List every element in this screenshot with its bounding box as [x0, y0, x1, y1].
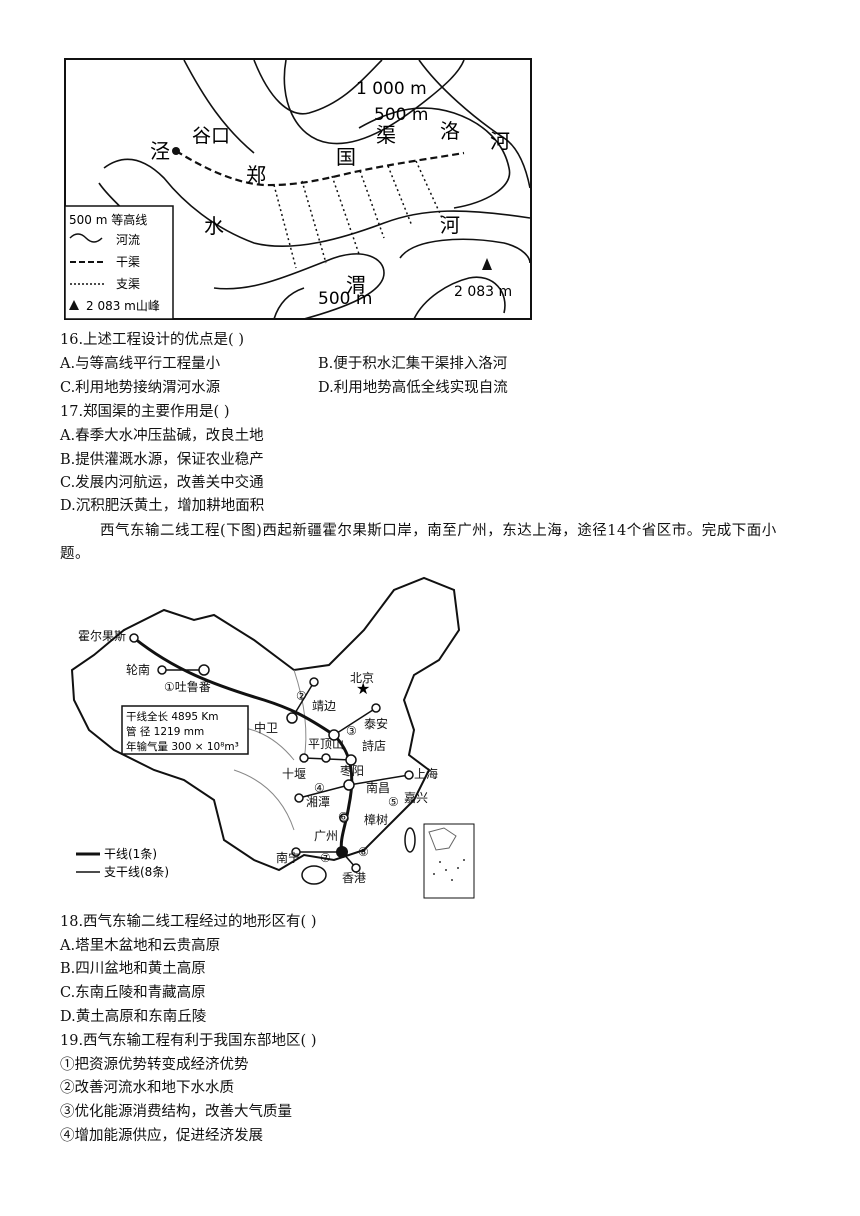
- q17-option-b: B.提供灌溉水源，保证农业稳产: [60, 452, 264, 468]
- gukou-point: [172, 147, 180, 155]
- label-jing: 泾: [150, 139, 170, 163]
- label-zheng: 郑: [246, 163, 266, 187]
- q16-option-a: A.与等高线平行工程量小: [60, 356, 221, 372]
- label-n8: ⑧: [358, 845, 369, 859]
- q18-stem: 18.西气东输二线工程经过的地形区有( ): [60, 914, 317, 930]
- info-length: 干线全长 4895 Km: [126, 710, 219, 723]
- branch-canals: [273, 160, 443, 269]
- label-luo: 洛: [440, 119, 460, 143]
- label-shidian: 詩店: [362, 739, 386, 753]
- label-jiaxing: 嘉兴: [404, 791, 428, 805]
- label-wei: 渭: [346, 273, 366, 297]
- q18-option-c: C.东南丘陵和青藏高原: [60, 985, 206, 1001]
- map1-legend: 500 m 等高线 河流 干渠 支渠 2 083 m山峰: [64, 205, 174, 320]
- q16-option-b: B.便于积水汇集干渠排入洛河: [318, 356, 508, 372]
- legend-river: 河流: [116, 233, 140, 247]
- main-pipeline: [133, 636, 354, 853]
- label-turpan: ①吐鲁番: [164, 680, 211, 694]
- guangzhou-station: [336, 846, 348, 858]
- label-n6: ⑥: [338, 810, 349, 824]
- label-500m-top: 500 m: [374, 105, 428, 125]
- q17-option-c: C.发展内河航运，改善关中交通: [60, 475, 264, 491]
- legend-main-canal: 干渠: [116, 255, 140, 269]
- pipeline-info-box: 干线全长 4895 Km 管 径 1219 mm 年输气量 300 × 10⁸m…: [121, 705, 249, 755]
- south-china-sea-inset: [423, 823, 475, 899]
- legend-branch-line: 支干线(8条): [104, 865, 169, 879]
- west-east-pipeline-map: ★ 霍尔果斯 轮南 ①吐鲁番 北京 ② 靖边 ③ 泰安 中卫 平顶山 詩店 十堰…: [70, 576, 475, 899]
- label-guangzhou: 广州: [314, 829, 338, 843]
- label-gukou: 谷口: [192, 125, 230, 147]
- label-n2: ②: [296, 689, 307, 703]
- q19-stem: 19.西气东输工程有利于我国东部地区( ): [60, 1033, 317, 1049]
- label-xiangtan: 湘潭: [306, 794, 330, 809]
- q19-option-1: ①把资源优势转变成经济优势: [60, 1057, 249, 1073]
- pipeline-stations: [129, 633, 414, 873]
- q19-option-3: ③优化能源消费结构，改善大气质量: [60, 1104, 292, 1120]
- label-zhangshu: 樟树: [364, 812, 388, 827]
- label-zhongwei: 中卫: [254, 720, 278, 735]
- taiwan-island: [404, 827, 416, 853]
- q18-option-d: D.黄土高原和东南丘陵: [60, 1009, 207, 1025]
- q17-option-a: A.春季大水冲压盐碱，改良土地: [60, 428, 264, 444]
- q19-option-2: ②改善河流水和地下水水质: [60, 1080, 234, 1096]
- passage-intro: 西气东输二线工程(下图)西起新疆霍尔果斯口岸，南至广州，东达上海，途径14个省区…: [60, 523, 777, 562]
- label-lunnan: 轮南: [126, 662, 150, 677]
- zhengguo-canal-map: 1 000 m 500 m 泾 谷口 郑 国 渠 洛 河 水 河 渭 500 m…: [64, 58, 532, 320]
- label-guo: 国: [336, 145, 356, 169]
- label-taian: 泰安: [364, 716, 388, 731]
- label-n5: ⑤: [388, 795, 399, 809]
- label-hongkong: 香港: [342, 871, 366, 885]
- legend-main-line: 干线(1条): [104, 847, 157, 861]
- label-shiyan: 十堰: [282, 767, 306, 781]
- info-annual-volume: 年输气量 300 × 10⁸m³: [126, 740, 239, 753]
- label-qu: 渠: [376, 123, 396, 147]
- label-wei-he: 河: [440, 213, 460, 237]
- q19-option-4: ④增加能源供应，促进经济发展: [60, 1128, 263, 1144]
- label-luo-he: 河: [490, 129, 510, 153]
- q16-stem: 16.上述工程设计的优点是( ): [60, 332, 244, 348]
- label-1000m: 1 000 m: [356, 79, 427, 99]
- label-horgos: 霍尔果斯: [78, 628, 126, 643]
- label-pingdingshan: 平顶山: [308, 737, 344, 751]
- legend-contour: 500 m 等高线: [69, 212, 147, 227]
- legend-peak: 2 083 m山峰: [86, 299, 160, 313]
- q17-stem: 17.郑国渠的主要作用是( ): [60, 404, 230, 420]
- label-zaoyang: 枣阳: [340, 764, 364, 778]
- peak-icon: [482, 258, 492, 270]
- info-diameter: 管 径 1219 mm: [126, 725, 204, 738]
- contour-lines: [98, 59, 531, 320]
- label-beijing: 北京: [350, 671, 374, 685]
- q17-option-d: D.沉积肥沃黄土，增加耕地面积: [60, 498, 265, 514]
- q16-option-c: C.利用地势接纳渭河水源: [60, 380, 221, 396]
- china-outline: [70, 576, 461, 872]
- label-n3: ③: [346, 724, 357, 738]
- map2-legend: 干线(1条) 支干线(8条): [76, 847, 169, 879]
- beijing-star-icon: ★: [356, 679, 370, 698]
- q16-option-d: D.利用地势高低全线实现自流: [318, 380, 508, 396]
- label-peak: 2 083 m: [454, 284, 512, 300]
- legend-branch-canal: 支渠: [116, 277, 140, 291]
- label-n4: ④: [314, 781, 325, 795]
- q18-option-b: B.四川盆地和黄土高原: [60, 961, 206, 977]
- label-shui: 水: [204, 214, 224, 238]
- label-500m-bottom: 500 m: [318, 289, 372, 309]
- label-jingbian: 靖边: [312, 699, 336, 713]
- q18-option-a: A.塔里木盆地和云贵高原: [60, 938, 221, 954]
- hainan-island: [301, 865, 327, 885]
- label-nanning: 南宁: [276, 850, 300, 865]
- label-nanchang: 南昌: [366, 780, 390, 795]
- label-n7: ⑦: [320, 851, 331, 865]
- label-shanghai: 上海: [414, 766, 438, 781]
